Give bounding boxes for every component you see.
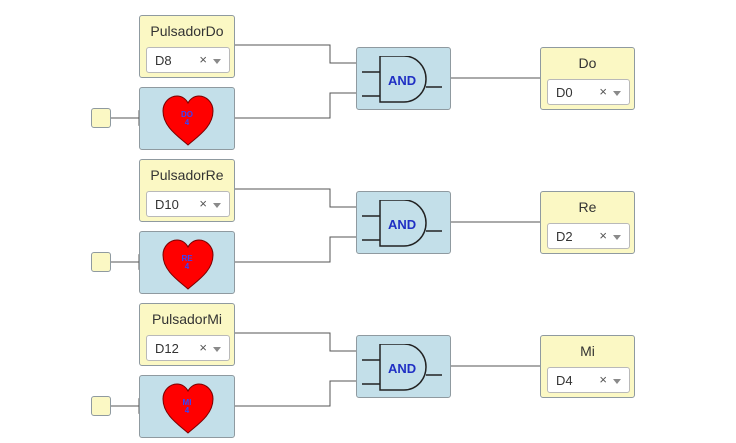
heart-label-line1: DO [181, 110, 193, 119]
chevron-down-icon[interactable] [213, 347, 221, 352]
heart-icon [162, 383, 214, 434]
input-block-pulsador-re[interactable]: PulsadorRe D10 × [139, 159, 235, 222]
wire [234, 236, 356, 263]
pin-select-value: D4 [556, 373, 573, 388]
and-gate-icon [362, 200, 442, 247]
constant-input-box[interactable] [91, 108, 111, 128]
clear-icon[interactable]: × [599, 228, 607, 243]
chevron-down-icon[interactable] [613, 235, 621, 240]
input-block-pulsador-mi[interactable]: PulsadorMi D12 × [139, 303, 235, 366]
heart-block-re[interactable]: RE 4 [139, 231, 235, 294]
wire [234, 380, 356, 407]
block-title: PulsadorMi [151, 311, 223, 327]
and-gate-block[interactable]: AND [356, 47, 451, 110]
and-gate-block[interactable]: AND [356, 191, 451, 254]
wire [234, 44, 356, 64]
and-gate-block[interactable]: AND [356, 335, 451, 398]
gate-label: AND [388, 361, 417, 376]
heart-label-line2: 4 [184, 118, 190, 127]
pin-select[interactable]: D0 × [547, 79, 630, 105]
heart-icon [162, 95, 214, 146]
pin-select-value: D10 [155, 197, 179, 212]
heart-label-line2: 4 [184, 262, 190, 271]
heart-label-line1: MI [182, 398, 192, 407]
chevron-down-icon[interactable] [613, 91, 621, 96]
pin-select[interactable]: D4 × [547, 367, 630, 393]
block-title: Do [578, 55, 597, 71]
pin-select-value: D8 [155, 53, 172, 68]
heart-label-line2: 4 [184, 406, 190, 415]
and-gate-icon [362, 344, 442, 391]
output-block-mi[interactable]: Mi D4 × [540, 335, 635, 398]
clear-icon[interactable]: × [199, 340, 207, 355]
constant-input-box[interactable] [91, 396, 111, 416]
clear-icon[interactable]: × [199, 52, 207, 67]
constant-input-box[interactable] [91, 252, 111, 272]
heart-icon [162, 239, 214, 290]
pin-select[interactable]: D12 × [146, 335, 230, 361]
wire [234, 188, 356, 208]
clear-icon[interactable]: × [199, 196, 207, 211]
chevron-down-icon[interactable] [613, 379, 621, 384]
gate-label: AND [388, 217, 417, 232]
output-block-re[interactable]: Re D2 × [540, 191, 635, 254]
pin-select[interactable]: D10 × [146, 191, 230, 217]
block-title: PulsadorRe [150, 167, 224, 183]
pin-select-value: D12 [155, 341, 179, 356]
pin-select-value: D2 [556, 229, 573, 244]
chevron-down-icon[interactable] [213, 59, 221, 64]
block-title: Mi [580, 343, 595, 359]
block-title: PulsadorDo [150, 23, 224, 39]
pin-select[interactable]: D8 × [146, 47, 230, 73]
input-block-pulsador-do[interactable]: PulsadorDo D8 × [139, 15, 235, 78]
block-title: Re [578, 199, 597, 215]
gate-label: AND [388, 73, 417, 88]
pin-select[interactable]: D2 × [547, 223, 630, 249]
heart-block-mi[interactable]: MI 4 [139, 375, 235, 438]
clear-icon[interactable]: × [599, 84, 607, 99]
and-gate-icon [362, 56, 442, 103]
heart-block-do[interactable]: DO 4 [139, 87, 235, 150]
wire [234, 92, 356, 119]
wire [234, 332, 356, 352]
clear-icon[interactable]: × [599, 372, 607, 387]
output-block-do[interactable]: Do D0 × [540, 47, 635, 110]
chevron-down-icon[interactable] [213, 203, 221, 208]
pin-select-value: D0 [556, 85, 573, 100]
heart-label-line1: RE [181, 254, 193, 263]
